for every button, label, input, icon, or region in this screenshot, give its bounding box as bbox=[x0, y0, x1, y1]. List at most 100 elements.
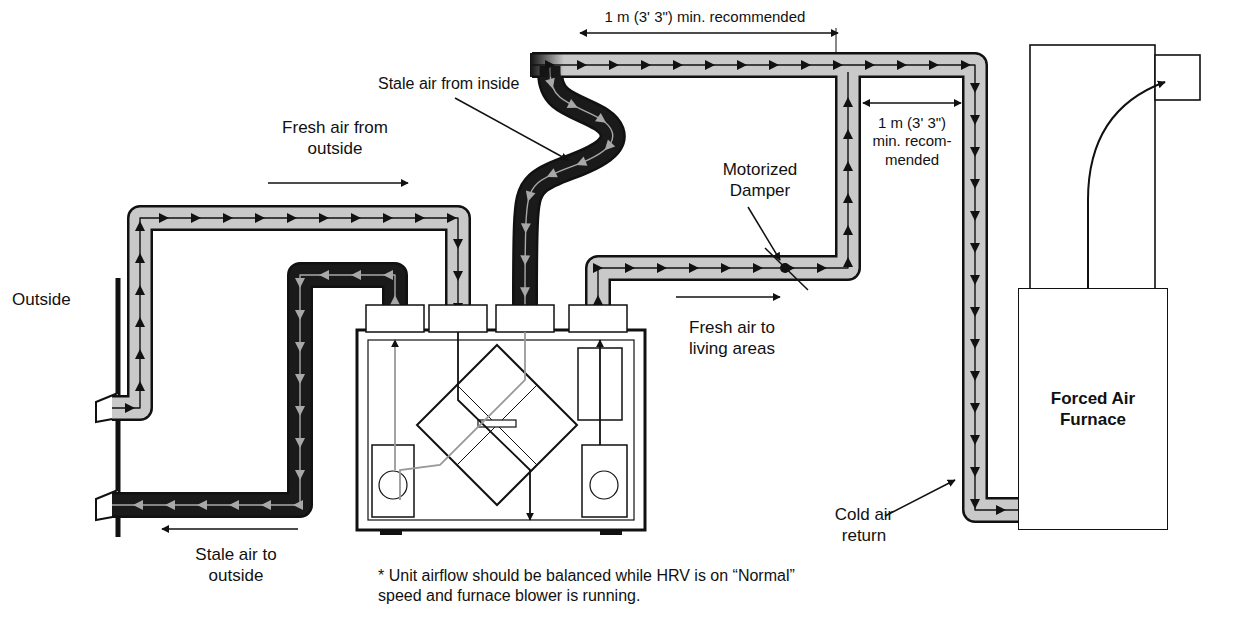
airflow-chevron bbox=[595, 113, 609, 127]
airflow-chevron bbox=[609, 60, 619, 70]
airflow-chevron bbox=[319, 270, 329, 280]
node-text: Forced Air Furnace bbox=[1043, 388, 1143, 431]
duct bbox=[525, 66, 613, 318]
airflow-chevron bbox=[133, 500, 143, 510]
duct-outline bbox=[112, 275, 395, 505]
airflow-chevron bbox=[293, 500, 303, 510]
label-text: Fresh air from outside bbox=[260, 118, 410, 159]
label-text: * Unit airflow should be balanced while … bbox=[378, 566, 823, 605]
foot bbox=[600, 530, 622, 535]
airflow-chevron bbox=[970, 83, 980, 93]
airflow-line bbox=[112, 275, 395, 505]
airflow-chevron bbox=[567, 99, 580, 112]
airflow-chevron bbox=[521, 223, 531, 233]
airflow-chevron bbox=[415, 213, 425, 223]
airflow-chevron bbox=[135, 221, 145, 231]
core-line bbox=[457, 385, 537, 465]
airflow-chevron bbox=[689, 263, 699, 273]
airflow-chevron bbox=[295, 438, 305, 448]
airflow-chevron bbox=[970, 371, 980, 381]
duct-collar bbox=[496, 305, 554, 332]
flow-arrow-grey bbox=[394, 340, 396, 470]
airflow-chevron bbox=[523, 190, 535, 202]
duct-outline bbox=[598, 72, 848, 318]
direction-arrow bbox=[162, 528, 298, 530]
label-text: 1 m (3' 3") min. recommended bbox=[605, 8, 806, 26]
label-text: Cold air return bbox=[822, 505, 907, 546]
flow-arrow-grey bbox=[400, 332, 525, 500]
airflow-chevron bbox=[390, 295, 400, 305]
airflow-chevron bbox=[520, 255, 530, 265]
leader-line bbox=[885, 480, 955, 516]
label-text: 1 m (3' 3") min. recom- mended bbox=[868, 114, 956, 169]
airflow-chevron bbox=[593, 295, 603, 305]
airflow-chevron bbox=[970, 499, 980, 509]
airflow-chevron bbox=[287, 213, 297, 223]
airflow-chevron bbox=[970, 403, 980, 413]
airflow-chevron bbox=[970, 339, 980, 349]
airflow-chevron bbox=[319, 213, 329, 223]
airflow-chevron bbox=[843, 129, 853, 139]
airflow-chevron bbox=[135, 285, 145, 295]
airflow-chevron bbox=[970, 115, 980, 125]
fan-wheel bbox=[379, 471, 407, 499]
airflow-chevron bbox=[843, 193, 853, 203]
airflow-chevron bbox=[970, 243, 980, 253]
airflow-chevron bbox=[970, 467, 980, 477]
damper-blade bbox=[765, 248, 808, 290]
duct-collar bbox=[366, 305, 424, 332]
airflow-chevron bbox=[191, 213, 201, 223]
label-text: Stale air to outside bbox=[176, 545, 296, 586]
airflow-chevron bbox=[657, 263, 667, 273]
airflow-chevron bbox=[453, 239, 463, 249]
airflow-chevron bbox=[135, 253, 145, 263]
dimension-line bbox=[580, 32, 838, 33]
airflow-chevron bbox=[577, 60, 587, 70]
heat-exchange-core bbox=[417, 345, 577, 505]
airflow-chevron bbox=[351, 270, 361, 280]
duct-end-cap bbox=[530, 53, 564, 77]
airflow-chevron bbox=[970, 307, 980, 317]
airflow-chevron bbox=[817, 263, 827, 273]
airflow-chevron bbox=[593, 263, 603, 273]
fan-right bbox=[582, 445, 627, 517]
airflow-chevron bbox=[833, 60, 843, 70]
airflow-chevron bbox=[295, 310, 305, 320]
airflow-chevron bbox=[135, 349, 145, 359]
flow-arrow bbox=[458, 332, 530, 520]
airflow-chevron bbox=[843, 225, 853, 235]
airflow-chevron bbox=[996, 505, 1006, 515]
airflow-chevron bbox=[125, 403, 135, 413]
airflow-chevron bbox=[520, 287, 530, 297]
airflow-chevron bbox=[261, 500, 271, 510]
airflow-chevron bbox=[135, 381, 145, 391]
airflow-chevron bbox=[970, 275, 980, 285]
hrv-unit bbox=[357, 305, 645, 535]
core-line bbox=[457, 385, 537, 465]
label-text: Stale air from inside bbox=[378, 74, 519, 94]
airflow-chevron bbox=[295, 374, 305, 384]
hrv-panel bbox=[368, 340, 634, 520]
airflow-chevron bbox=[601, 140, 615, 154]
airflow-chevron bbox=[673, 60, 683, 70]
hrv-housing bbox=[357, 330, 645, 530]
dimension-tick bbox=[836, 28, 837, 52]
airflow-line bbox=[525, 66, 613, 318]
duct-collar bbox=[429, 305, 487, 332]
airflow-chevron bbox=[970, 147, 980, 157]
airflow-chevron bbox=[801, 60, 811, 70]
airflow-chevron bbox=[970, 179, 980, 189]
airflow-chevron bbox=[383, 270, 393, 280]
label-text: Outside bbox=[12, 290, 71, 311]
airflow-chevron bbox=[447, 213, 457, 223]
airflow-chevron bbox=[223, 213, 233, 223]
leader-line bbox=[455, 98, 568, 160]
airflow-chevron bbox=[970, 435, 980, 445]
airflow-chevron bbox=[197, 500, 207, 510]
airflow-chevron bbox=[383, 213, 393, 223]
airflow-chevron bbox=[295, 278, 305, 288]
dimension-line bbox=[863, 102, 961, 103]
airflow-chevron bbox=[843, 161, 853, 171]
airflow-chevron bbox=[843, 257, 853, 267]
duct bbox=[598, 72, 848, 318]
